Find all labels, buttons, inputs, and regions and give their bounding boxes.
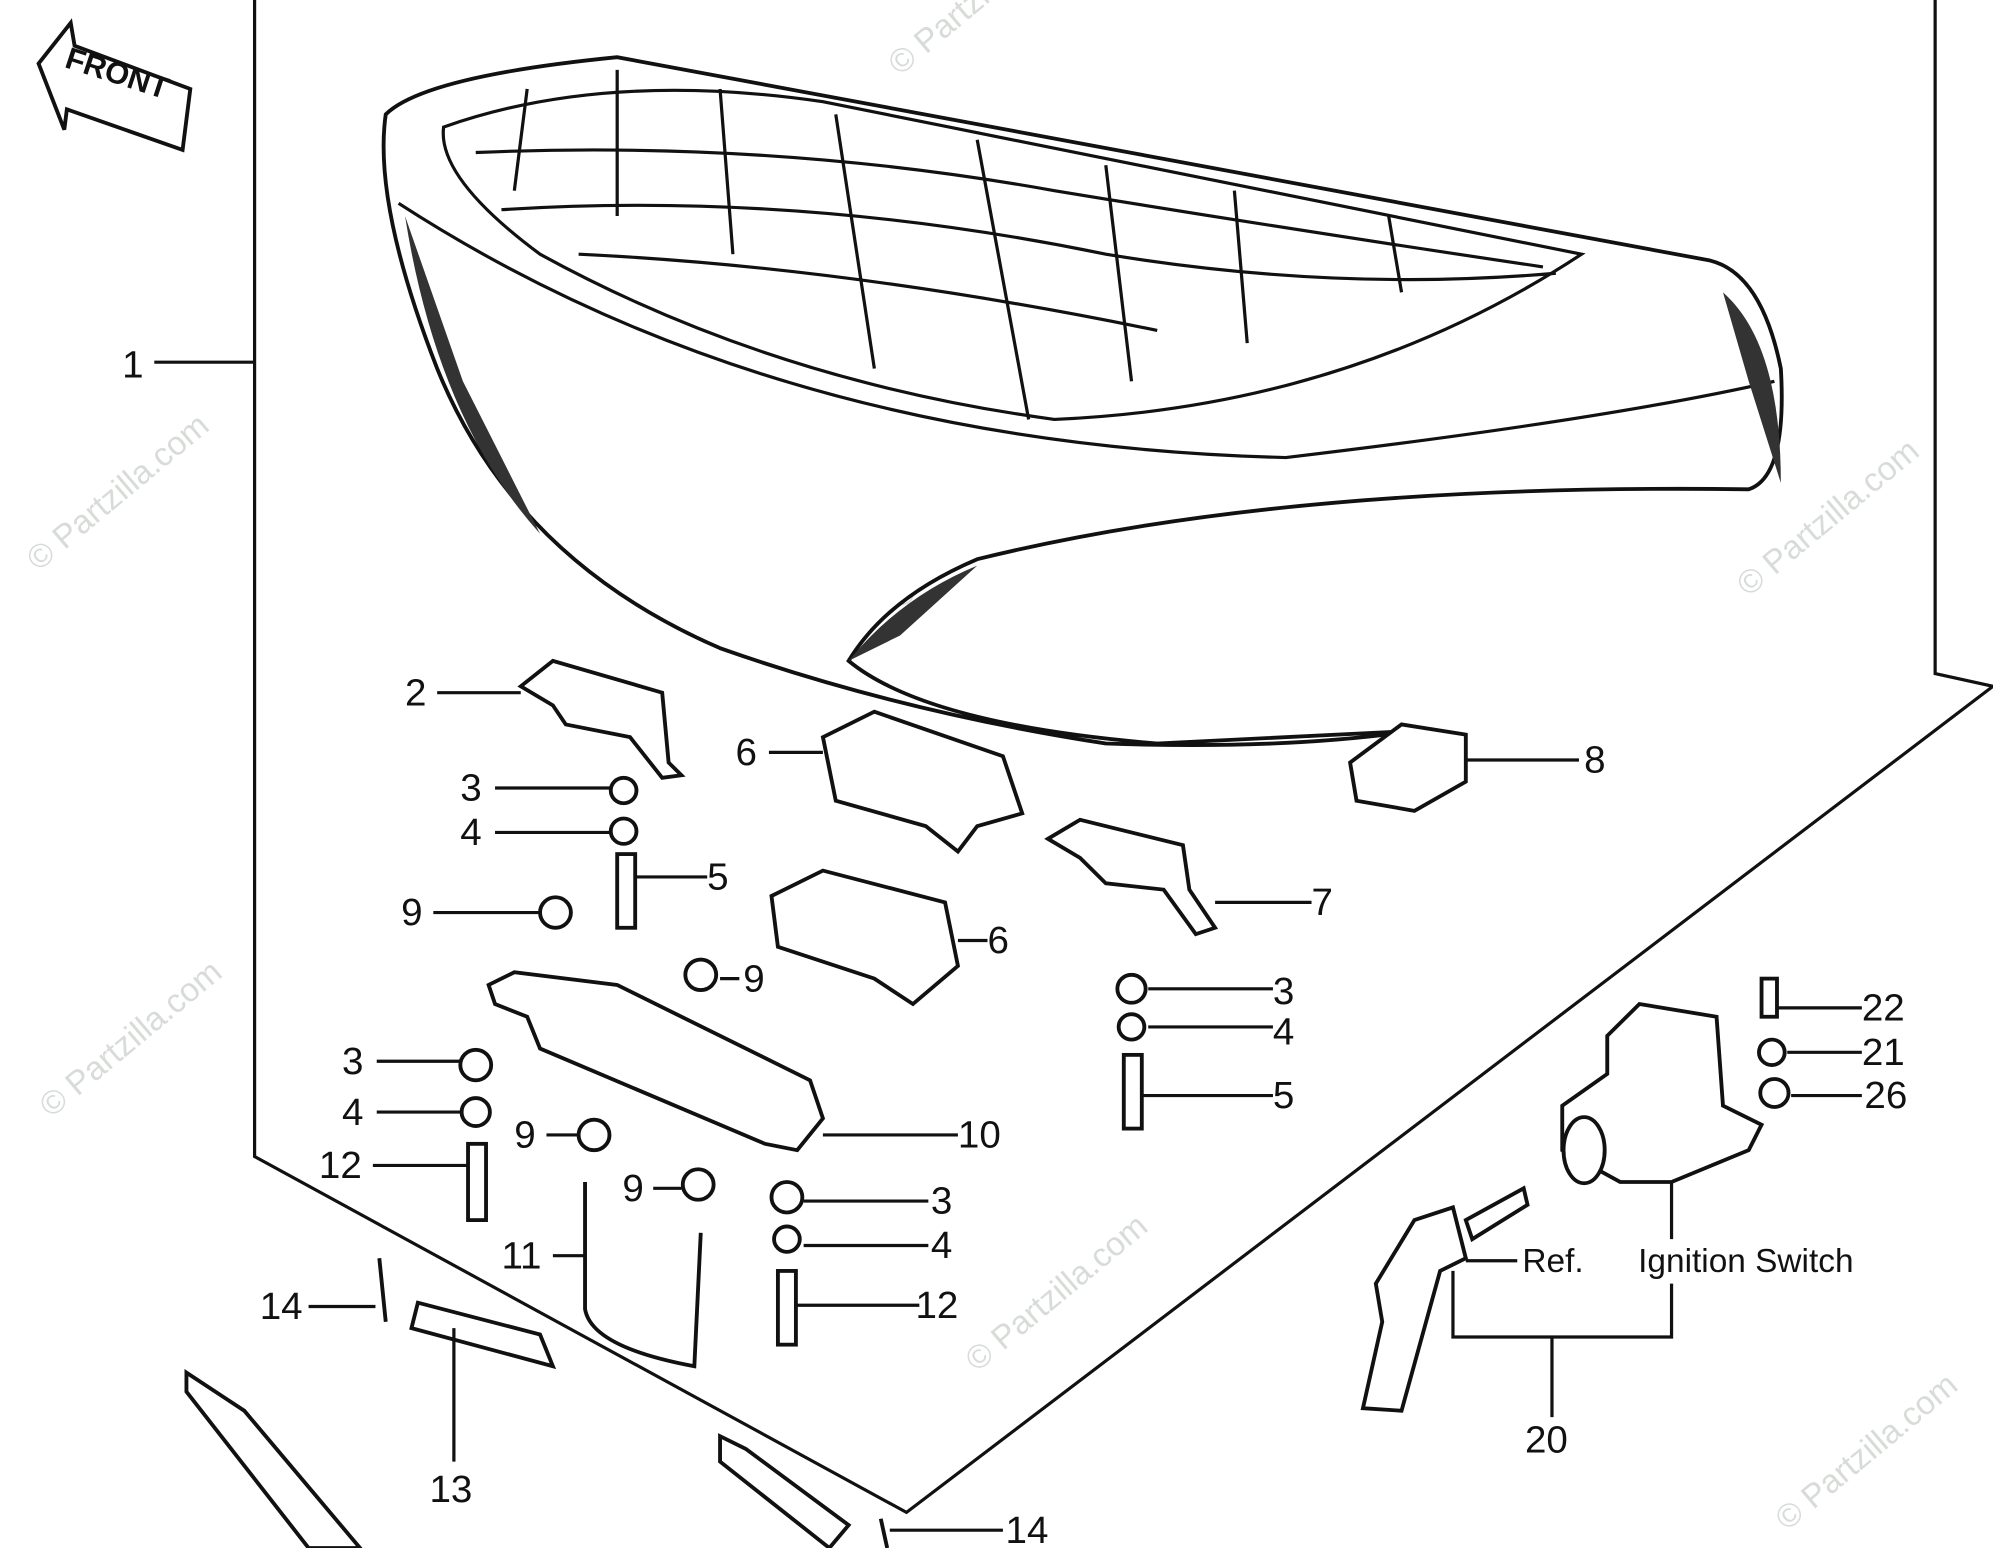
callout-4: 4: [460, 811, 481, 854]
damper-6: [820, 709, 1025, 855]
ignition-switch-label: Ignition Switch: [1638, 1243, 1853, 1280]
watermark: © Partzilla.com: [881, 0, 1077, 82]
callout-11: 11: [501, 1235, 541, 1278]
callout-26: 26: [1864, 1074, 1907, 1117]
callout-21: 21: [1862, 1031, 1905, 1074]
pin-13: [409, 1300, 557, 1370]
callout-5: 5: [1273, 1074, 1294, 1117]
callout-20: 20: [1525, 1419, 1568, 1462]
callout-6: 6: [735, 731, 756, 774]
callout-14: 14: [1006, 1509, 1049, 1548]
callout-13: 13: [429, 1468, 472, 1511]
pin-13b: [718, 1433, 852, 1548]
callout-2: 2: [405, 672, 426, 715]
callout-12: 12: [319, 1144, 362, 1187]
part-8: [1348, 722, 1468, 813]
callout-10: 10: [958, 1114, 1001, 1157]
callout-3: 3: [460, 767, 481, 810]
callout-12: 12: [915, 1284, 958, 1327]
callout-5: 5: [707, 856, 728, 899]
callout-22: 22: [1862, 987, 1905, 1030]
front-arrow-icon: FRONT: [36, 18, 193, 153]
callout-9: 9: [743, 958, 764, 1001]
bracket-2: [517, 658, 686, 780]
ignition-switch: [1560, 1001, 1765, 1184]
callout-9: 9: [514, 1114, 535, 1157]
parts: [184, 658, 1791, 1548]
watermark: © Partzilla.com: [33, 953, 229, 1124]
callout-3: 3: [1273, 970, 1294, 1013]
callout-8: 8: [1584, 739, 1605, 782]
damper-6b: [769, 868, 961, 1007]
assembly-outline: [252, 0, 1993, 1515]
ref-label: Ref.: [1522, 1243, 1583, 1280]
callout-9: 9: [401, 891, 422, 934]
callout-6: 6: [987, 919, 1008, 962]
callout-1: 1: [122, 344, 143, 387]
watermark: © Partzilla.com: [1769, 1366, 1965, 1537]
callout-3: 3: [342, 1040, 363, 1083]
bracket-7: [1044, 817, 1219, 937]
watermark: © Partzilla.com: [20, 407, 216, 578]
callout-9: 9: [622, 1167, 643, 1210]
callout-7: 7: [1312, 881, 1333, 924]
seat: [381, 55, 1784, 747]
bracket-10: [486, 970, 826, 1153]
frame-part: [184, 1369, 363, 1548]
watermark: © Partzilla.com: [958, 1207, 1154, 1378]
callouts: 1 2 3 4 5 9 9 6 6 7 8 3 4 5 22 21 26 3 4…: [122, 344, 1907, 1548]
u-bolt-11: [583, 1181, 703, 1369]
leader-lines: [154, 360, 1862, 1532]
callout-4: 4: [342, 1091, 363, 1134]
callout-4: 4: [1273, 1011, 1294, 1054]
callout-4: 4: [931, 1224, 952, 1267]
key: [1360, 1204, 1469, 1413]
callout-14: 14: [260, 1285, 303, 1328]
callout-3: 3: [931, 1180, 952, 1223]
